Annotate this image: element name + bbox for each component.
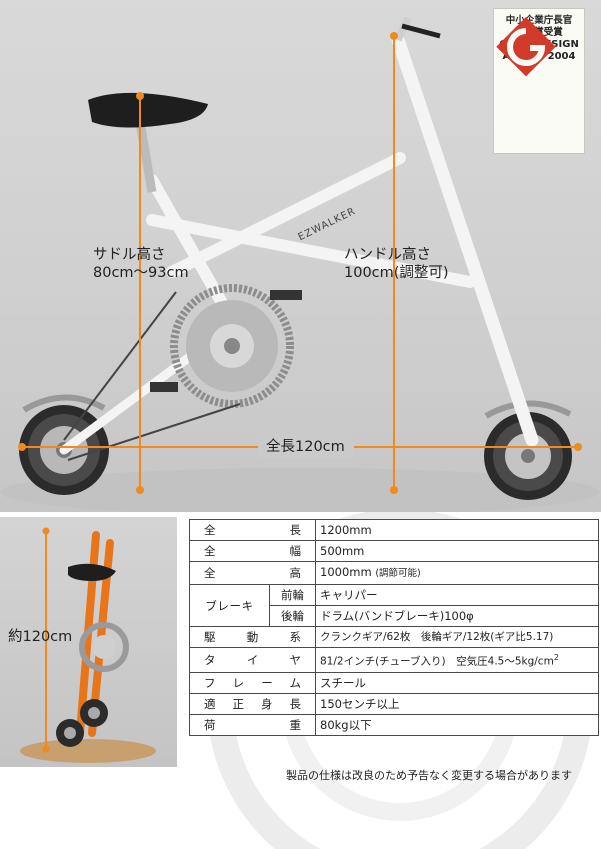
spec-label: タイヤ <box>189 647 316 673</box>
folded-saddle <box>68 563 116 581</box>
dimension-endpoints <box>18 32 582 494</box>
good-design-award-badge: 中小企業庁長官 特別賞受賞 GOOD DESIGN AWARD 2004 <box>493 8 585 154</box>
handle-height-label: ハンドル高さ 100cm(調整可) <box>344 246 449 282</box>
spec-row-brake-front: ブレーキ 前輪 キャリパー <box>189 584 599 627</box>
spec-label: 荷重 <box>189 713 316 736</box>
spec-value: クランクギア/62枚 後輪ギア/12枚(ギア比5.17) <box>315 626 599 648</box>
bike-illustration <box>0 16 600 512</box>
floor-shadow <box>0 468 600 512</box>
rear-fender <box>22 394 106 413</box>
chainring <box>170 284 294 408</box>
spec-row-load: 荷重 80kg以下 <box>189 713 599 736</box>
chain-bottom <box>67 403 241 461</box>
spec-value: 1000mm (調節可能) <box>315 561 599 585</box>
handlebar-stem <box>394 16 412 42</box>
spec-label: 駆動系 <box>189 626 316 648</box>
spec-value-note: (調節可能) <box>375 568 421 579</box>
stand-base <box>20 739 156 763</box>
spec-value: 150センチ以上 <box>315 692 599 715</box>
g-mark-icon <box>496 17 556 77</box>
spec-value-superscript: 2 <box>553 653 559 662</box>
saddle-height-title: サドル高さ <box>93 247 166 263</box>
spec-row-height-range: 適正身長 150センチ以上 <box>189 692 599 715</box>
spec-row-width: 全幅 500mm <box>189 540 599 562</box>
badge-line-1: 中小企業庁長官 <box>505 15 573 26</box>
spec-label: フレーム <box>189 671 316 694</box>
spec-value: 500mm <box>315 540 599 562</box>
handle-height-value: 100cm(調整可) <box>344 265 449 281</box>
hero-photo: サドル高さ 80cm～93cm ハンドル高さ 100cm(調整可) 全長120c… <box>0 0 601 512</box>
spec-label: 全長 <box>189 519 316 541</box>
folded-bike-illustration <box>20 527 156 763</box>
folded-height-label: 約120cm <box>8 629 73 645</box>
saddle-height-label: サドル高さ 80cm～93cm <box>93 246 189 282</box>
spec-row-height: 全高 1000mm (調節可能) <box>189 561 599 585</box>
front-fender <box>484 400 572 419</box>
handlebar-grip <box>401 23 441 39</box>
folded-chainring <box>79 622 129 672</box>
spec-sublabel-front: 前輪 <box>269 584 316 606</box>
seat-post <box>135 121 157 193</box>
overall-length-label: 全長120cm <box>266 439 345 455</box>
saddle-height-value: 80cm～93cm <box>93 265 189 281</box>
spec-value: 1200mm <box>315 519 599 541</box>
spec-value: 81/2インチ(チューブ入り) 空気圧4.5～5kg/cm2 <box>315 647 599 673</box>
length-label-bg <box>258 436 354 458</box>
spec-label-brake: ブレーキ <box>189 584 270 627</box>
spec-value: 80kg以下 <box>315 713 599 736</box>
folded-height-top <box>42 527 50 535</box>
folded-height-bottom <box>42 745 50 753</box>
spec-row-brake-rear: 後輪 ドラム(バンドブレーキ)100φ <box>190 605 599 627</box>
spec-row-frame: フレーム スチール <box>189 671 599 694</box>
spec-value: キャリパー <box>315 584 599 606</box>
handle-height-title: ハンドル高さ <box>344 247 431 263</box>
spec-label: 適正身長 <box>189 692 316 715</box>
folded-bike-photo: 約120cm <box>0 517 177 767</box>
spec-label: 全高 <box>189 561 316 585</box>
saddle <box>88 92 208 128</box>
chain-top <box>63 291 177 441</box>
spec-value: ドラム(バンドブレーキ)100φ <box>315 605 599 627</box>
pedal-left <box>150 382 178 392</box>
pedal-right <box>270 290 302 300</box>
spec-row-tire: タイヤ 81/2インチ(チューブ入り) 空気圧4.5～5kg/cm2 <box>189 647 599 673</box>
spec-row-drive: 駆動系 クランクギア/62枚 後輪ギア/12枚(ギア比5.17) <box>189 626 599 648</box>
spec-label: 全幅 <box>189 540 316 562</box>
spec-row-length: 全長 1200mm <box>189 519 599 541</box>
spec-value: スチール <box>315 671 599 694</box>
disclaimer-note: 製品の仕様は改良のため予告なく変更する場合があります <box>286 769 572 782</box>
spec-table: 全長 1200mm 全幅 500mm 全高 1000mm (調節可能) ブレーキ… <box>189 519 599 736</box>
front-wheel <box>484 412 572 500</box>
spec-sublabel-rear: 後輪 <box>269 605 316 627</box>
